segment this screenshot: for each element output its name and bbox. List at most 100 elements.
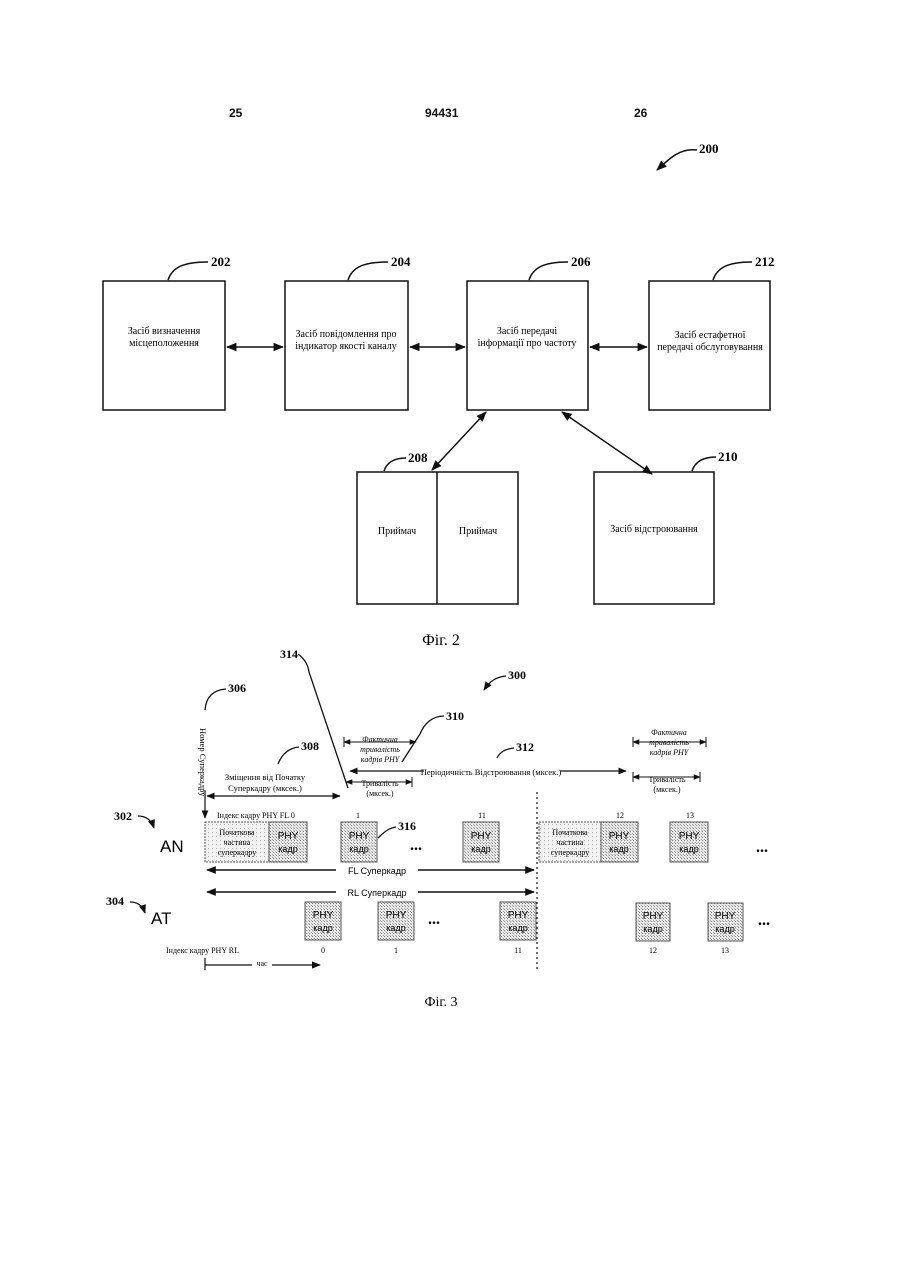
rl-superframe-label: RL Суперкадр xyxy=(348,888,407,898)
svg-text:Початкова: Початкова xyxy=(219,828,255,837)
rl-index-1: 1 xyxy=(394,946,398,955)
actual-duration-right-line3: кадрів PHY xyxy=(650,748,690,757)
fl-index-label: Індекс кадру PHY FL 0 xyxy=(217,811,295,820)
an-phy-frame-12: PHY кадр xyxy=(601,822,638,862)
block-location-line2: місцеположення xyxy=(129,338,199,349)
block-freq-line2: інформації про частоту xyxy=(478,338,577,349)
fig2: 200 Засіб визначення місцеположення 202 … xyxy=(103,141,775,649)
arrow-206-208 xyxy=(432,412,486,470)
rl-index-12: 12 xyxy=(649,946,657,955)
ref-206: 206 xyxy=(571,254,591,269)
ref-316-line xyxy=(378,827,396,838)
ref-304: 304 xyxy=(106,894,124,908)
svg-text:кадр: кадр xyxy=(679,844,698,854)
at-ellipsis-1: ... xyxy=(428,911,440,928)
rl-index-11: 11 xyxy=(514,946,522,955)
fl-index-12: 12 xyxy=(616,811,624,820)
svg-text:кадр: кадр xyxy=(643,924,662,934)
rl-index-13: 13 xyxy=(721,946,729,955)
svg-text:PHY: PHY xyxy=(313,910,334,921)
block-freq-line1: Засіб передачі xyxy=(497,326,558,337)
offset-label-line2: Суперкадру (мксек.) xyxy=(228,783,302,793)
ref-300: 300 xyxy=(508,668,526,682)
fig3: 300 314 306 Номер Суперкадру 308 Зміщенн… xyxy=(106,647,770,1010)
an-phy-frame-11: PHY кадр xyxy=(463,822,499,862)
ref-212: 212 xyxy=(755,254,775,269)
ref-310: 310 xyxy=(446,709,464,723)
block-handoff-line2: передачі обслуговування xyxy=(657,342,763,353)
svg-text:PHY: PHY xyxy=(609,831,630,842)
svg-text:суперкадру: суперкадру xyxy=(551,848,590,857)
svg-text:частина: частина xyxy=(224,838,251,847)
actual-duration-line3: кадрів PHY xyxy=(361,755,401,764)
ref-300-arrow xyxy=(484,676,506,690)
svg-text:PHY: PHY xyxy=(643,911,664,922)
ref-210: 210 xyxy=(718,449,738,464)
duration-right-line1: Тривалість xyxy=(648,775,685,784)
svg-text:кадр: кадр xyxy=(313,923,332,933)
svg-text:кадр: кадр xyxy=(715,924,734,934)
fl-index-1: 1 xyxy=(356,811,360,820)
svg-text:PHY: PHY xyxy=(508,910,529,921)
svg-text:PHY: PHY xyxy=(278,831,299,842)
ref-312-line xyxy=(497,748,514,758)
at-phy-frame-13: PHY кадр xyxy=(708,903,743,941)
ref-314-line xyxy=(298,654,348,788)
fig2-caption: Фіг. 2 xyxy=(422,632,460,649)
rl-index-0: 0 xyxy=(321,946,325,955)
svg-text:PHY: PHY xyxy=(386,910,407,921)
svg-text:PHY: PHY xyxy=(715,911,736,922)
receiver-right: Приймач xyxy=(459,526,497,537)
svg-text:суперкадру: суперкадру xyxy=(218,848,257,857)
ref-200-arrow xyxy=(657,150,697,170)
ref-202: 202 xyxy=(211,254,231,269)
actual-duration-right-line1: Фактична xyxy=(651,728,687,737)
ref-208: 208 xyxy=(408,450,428,465)
ref-316: 316 xyxy=(398,819,416,833)
arrow-206-210 xyxy=(562,412,652,474)
ref-200: 200 xyxy=(699,141,719,156)
svg-text:кадр: кадр xyxy=(349,844,368,854)
fl-index-11: 11 xyxy=(478,811,486,820)
svg-text:кадр: кадр xyxy=(508,923,527,933)
block-location: Засіб визначення місцеположення 202 xyxy=(103,254,231,410)
an-initial-part-2: Початкова частина суперкадру xyxy=(539,822,601,862)
fl-index-13: 13 xyxy=(686,811,694,820)
svg-text:кадр: кадр xyxy=(278,844,297,854)
block-handoff: Засіб естафетної передачі обслуговування… xyxy=(649,254,775,410)
ref-306: 306 xyxy=(228,681,246,695)
block-location-line1: Засіб визначення xyxy=(128,326,201,337)
fl-superframe-label: FL Суперкадр xyxy=(348,866,406,876)
an-initial-part: Початкова частина суперкадру xyxy=(205,822,269,862)
at-phy-frame-0: PHY кадр xyxy=(305,902,341,940)
actual-duration-line2: тривалість xyxy=(360,745,400,754)
ref-308: 308 xyxy=(301,739,319,753)
receiver-left: Приймач xyxy=(378,526,416,537)
ref-310-line xyxy=(402,716,444,762)
rl-index-label: Індекс кадру PHY RL xyxy=(166,946,239,955)
ref-306-line xyxy=(205,689,226,710)
svg-text:Початкова: Початкова xyxy=(552,828,588,837)
block-frequency-info: Засіб передачі інформації про частоту 20… xyxy=(467,254,591,410)
at-phy-frame-11: PHY кадр xyxy=(500,902,536,940)
svg-text:PHY: PHY xyxy=(471,831,492,842)
at-phy-frame-12: PHY кадр xyxy=(636,903,670,941)
periodicity-label: Періодичність Відстроювання (мксек.) xyxy=(421,767,562,777)
an-ellipsis-1: ... xyxy=(410,837,422,854)
ref-302-arrow xyxy=(138,816,154,828)
block-tuning-line1: Засіб відстроювання xyxy=(610,524,698,535)
svg-text:кадр: кадр xyxy=(609,844,628,854)
ref-314: 314 xyxy=(280,647,298,661)
ref-312: 312 xyxy=(516,740,534,754)
svg-text:PHY: PHY xyxy=(679,831,700,842)
block-cqi-report: Засіб повідомлення про індикатор якості … xyxy=(285,254,411,410)
row-label-an: AN xyxy=(160,837,184,856)
svg-text:частина: частина xyxy=(557,838,584,847)
an-phy-frame-13: PHY кадр xyxy=(670,822,708,862)
offset-label-line1: Зміщення від Початку xyxy=(225,772,306,782)
duration-right-line2: (мксек.) xyxy=(653,785,681,794)
svg-text:кадр: кадр xyxy=(386,923,405,933)
block-cqi-line2: індикатор якості каналу xyxy=(295,341,397,352)
an-phy-frame-1: PHY кадр xyxy=(341,822,377,862)
